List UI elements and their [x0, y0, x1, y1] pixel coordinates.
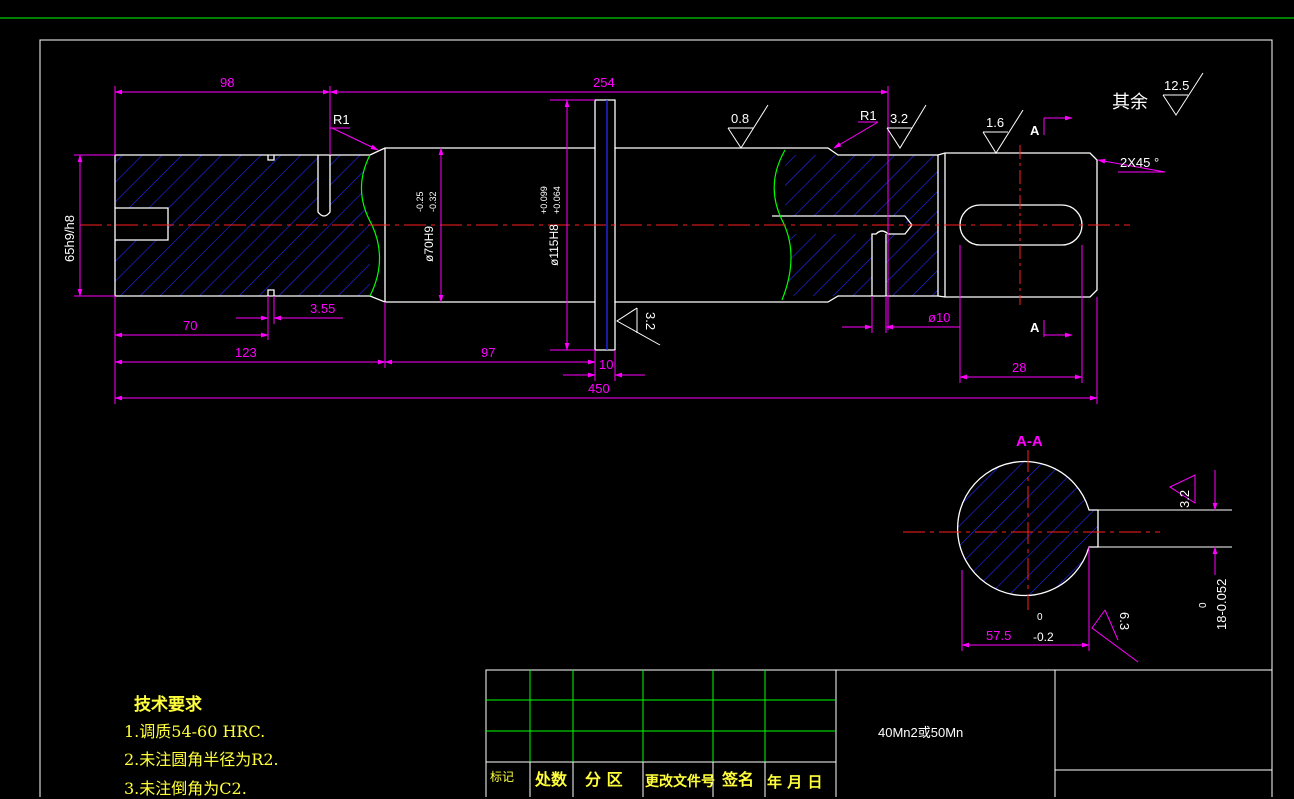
dim-65: 65h9/h8 — [62, 215, 77, 262]
tech-item-2: 2.未注圆角半径为R2. — [124, 750, 279, 769]
dim-70-tol-up: -0.25 — [415, 191, 425, 212]
dim-575-tol-zero: 0 — [1037, 612, 1043, 623]
section-mark-bottom: A — [1030, 320, 1040, 335]
finish-125: 12.5 — [1164, 78, 1189, 93]
finish-rest-label: 其余 — [1112, 92, 1148, 113]
dim-575-tol: -0.2 — [1033, 630, 1054, 644]
center-bore — [115, 208, 168, 240]
section-a-a-title: A-A — [1016, 433, 1043, 450]
finish-08: 0.8 — [731, 111, 749, 126]
dim-98: 98 — [220, 75, 234, 90]
dim-10: 10 — [599, 357, 613, 372]
title-header-zone: 分 区 — [585, 770, 623, 789]
dim-keyway-zero: 0 — [1198, 602, 1209, 608]
dim-575: 57.5 — [986, 628, 1011, 643]
dim-254: 254 — [593, 75, 615, 90]
title-block-green — [486, 670, 836, 762]
tech-item-1: 1.调质54-60 HRC. — [124, 722, 266, 741]
title-header-mark: 标记 — [490, 770, 515, 784]
finish-32-section: 3.2 — [1177, 490, 1192, 508]
tech-requirements-title: 技术要求 — [134, 695, 202, 715]
title-header-date: 年 月 日 — [767, 773, 823, 791]
dim-70: ø70H9 — [422, 226, 436, 262]
dim-115-tol-down: +0.064 — [552, 186, 562, 214]
surface-finish-symbols — [616, 72, 1204, 346]
dim-phi10: ø10 — [928, 310, 950, 325]
dim-28: 28 — [1012, 360, 1026, 375]
drawing-border — [39, 39, 1273, 797]
chamfer-label: 2X45 ° — [1120, 155, 1159, 170]
dim-450: 450 — [588, 381, 610, 396]
title-header-count: 处数 — [535, 770, 568, 789]
dim-355: 3.55 — [310, 301, 335, 316]
dim-115: ø115H8 — [547, 224, 561, 266]
dim-115-tol-up: +0.099 — [539, 186, 549, 214]
finish-63: 6.3 — [1117, 612, 1132, 630]
section-mark-top: A — [1030, 123, 1040, 138]
dim-123: 123 — [235, 345, 257, 360]
dimension-lines — [74, 86, 1166, 404]
finish-16: 1.6 — [986, 115, 1004, 130]
title-header-change-doc: 更改文件号 — [645, 774, 715, 790]
section-a-a — [903, 450, 1232, 663]
dim-70-tol-down: -0.32 — [428, 191, 438, 212]
dim-70-len: 70 — [183, 318, 197, 333]
label-r1-right: R1 — [860, 108, 877, 123]
finish-32-flange: 3.2 — [643, 312, 658, 330]
tech-item-3: 3.未注倒角为C2. — [124, 779, 247, 798]
finish-32-top: 3.2 — [890, 111, 908, 126]
dim-97: 97 — [481, 345, 495, 360]
dim-keyway: 18-0.052 — [1214, 579, 1229, 630]
label-r1-left: R1 — [333, 112, 350, 127]
title-header-signature: 签名 — [722, 770, 755, 789]
shaft-view — [80, 99, 1130, 351]
material-label: 40Mn2或50Mn — [878, 725, 964, 740]
